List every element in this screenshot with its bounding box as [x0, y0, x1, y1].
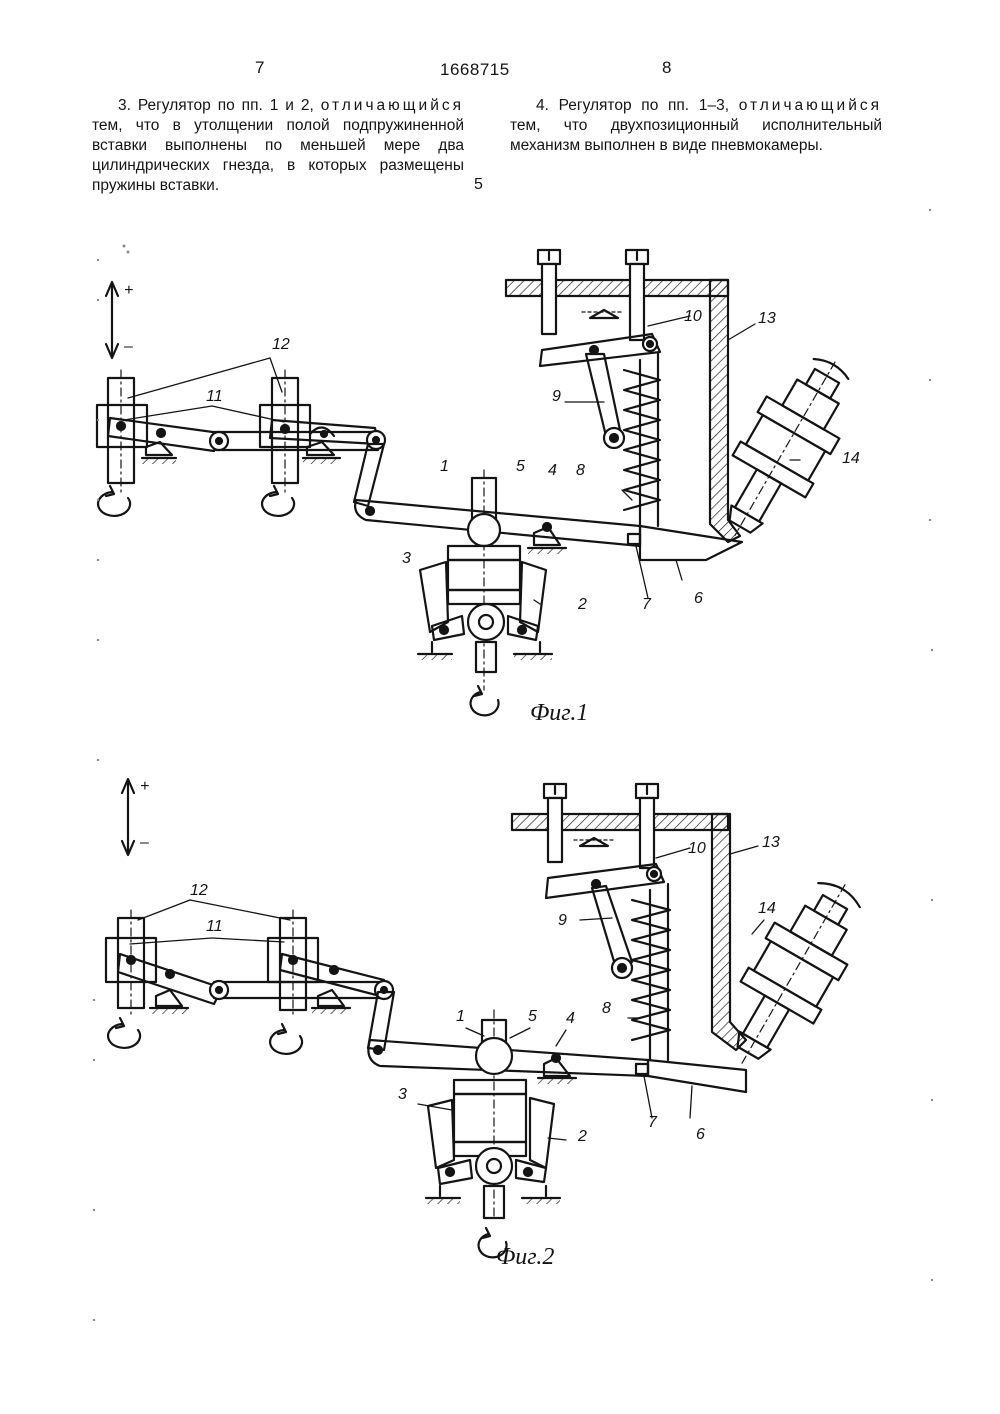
label-11: 11	[206, 918, 223, 936]
claim-3-spaced: отличающийся	[321, 97, 464, 114]
label-plus: +	[124, 282, 133, 300]
label-8: 8	[602, 1000, 611, 1018]
rod-9	[586, 354, 620, 436]
spring-8	[624, 354, 660, 526]
claim-4-lead: 4. Регулятор по пп. 1–3,	[536, 97, 729, 114]
label-13: 13	[758, 310, 776, 328]
direction-arrow	[122, 779, 134, 855]
claim-3-lead: 3. Регулятор по пп. 1 и 2,	[118, 97, 314, 114]
label-10: 10	[684, 308, 702, 326]
label-2: 2	[578, 596, 587, 614]
body-3	[454, 1080, 526, 1156]
label-6: 6	[696, 1126, 705, 1144]
rotation-arrow-left	[108, 1018, 140, 1048]
label-plus: +	[140, 778, 149, 796]
figure-1: + – 12 11 1 5 4 8 9 10 13 14 3 2 7 6 Фиг…	[0, 230, 1000, 730]
label-4: 4	[548, 462, 557, 480]
central-hub	[476, 1148, 512, 1184]
label-2: 2	[578, 1128, 587, 1146]
adjust-screw-left	[544, 784, 566, 862]
figure-2-caption: Фиг.2	[496, 1244, 554, 1271]
label-14: 14	[758, 900, 776, 918]
label-6: 6	[694, 590, 703, 608]
claim-3: 3. Регулятор по пп. 1 и 2, отличающийся …	[92, 96, 464, 196]
rotation-arrow-left	[98, 486, 130, 516]
rod-9	[592, 886, 632, 968]
label-7: 7	[648, 1114, 657, 1132]
label-9: 9	[552, 388, 561, 406]
label-8: 8	[576, 462, 585, 480]
label-4: 4	[566, 1010, 575, 1028]
rotation-arrow-bottom	[471, 686, 499, 715]
base-mount	[426, 1186, 560, 1218]
arm-6	[648, 1060, 746, 1092]
claim-4-spaced: отличающийся	[739, 97, 882, 114]
figure-1-drawing	[0, 230, 1000, 730]
central-hub	[468, 604, 504, 640]
latch-7	[636, 1064, 648, 1074]
label-14: 14	[842, 450, 860, 468]
adjust-screw-right	[636, 784, 658, 868]
spring-8	[632, 884, 670, 1060]
label-3: 3	[398, 1086, 407, 1104]
page-number-left: 7	[255, 58, 264, 78]
direction-arrow	[106, 282, 118, 358]
rotation-arrow-right	[262, 486, 294, 516]
label-10: 10	[688, 840, 706, 858]
figure-1-caption: Фиг.1	[530, 700, 588, 727]
figure-2: + – 12 11 1 5 4 8 9 10 13 14 3 2 7 6 Фиг…	[0, 770, 1000, 1270]
support-right	[312, 990, 350, 1014]
label-3: 3	[402, 550, 411, 568]
claim-3-text: тем, что в утолщении полой подпружиненно…	[92, 117, 464, 194]
latch-7	[628, 534, 640, 544]
label-5: 5	[516, 458, 525, 476]
document-number: 1668715	[440, 60, 510, 80]
rotation-arrow-right	[270, 1024, 302, 1054]
vertical-rod	[354, 444, 384, 506]
label-11: 11	[206, 388, 223, 406]
shaft-1	[476, 1010, 512, 1220]
label-minus: –	[140, 834, 149, 852]
adjust-screw-right	[626, 250, 648, 340]
figure-2-drawing	[0, 770, 1000, 1270]
pneumatic-chamber-14	[706, 864, 882, 1084]
line-number: 5	[474, 176, 483, 194]
adjust-screw-left	[538, 250, 560, 334]
support-right	[303, 442, 340, 464]
connecting-link	[214, 982, 388, 998]
label-13: 13	[762, 834, 780, 852]
label-12: 12	[190, 882, 208, 900]
claim-4-text: тем, что двухпозиционный исполнительный …	[510, 117, 882, 154]
label-7: 7	[642, 596, 651, 614]
claim-4: 4. Регулятор по пп. 1–3, отличающийся те…	[510, 96, 882, 156]
label-1: 1	[456, 1008, 465, 1026]
label-12: 12	[272, 336, 290, 354]
label-1: 1	[440, 458, 449, 476]
label-minus: –	[124, 338, 133, 356]
page-number-right: 8	[662, 58, 671, 78]
label-5: 5	[528, 1008, 537, 1026]
weight-right	[530, 1098, 554, 1168]
base-mount	[418, 642, 552, 672]
label-9: 9	[558, 912, 567, 930]
